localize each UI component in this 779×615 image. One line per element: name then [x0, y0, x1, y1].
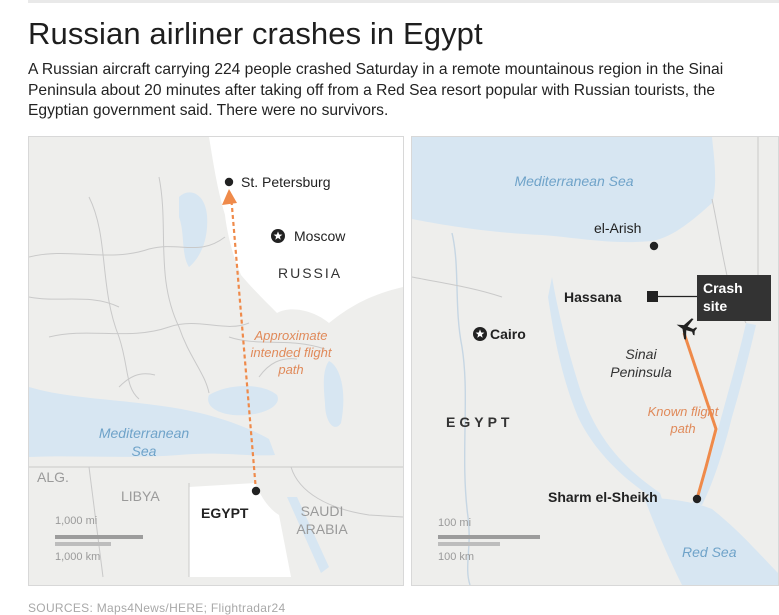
- mediterranean-sea-label: Mediterranean Sea: [98, 425, 190, 459]
- st-petersburg-label: St. Petersburg: [241, 174, 331, 190]
- page-title: Russian airliner crashes in Egypt: [28, 16, 483, 51]
- mediterranean-water: [29, 387, 275, 457]
- scale-mi-label-detail: 100 mi: [438, 517, 472, 529]
- top-rule: [28, 0, 779, 3]
- el-arish-dot-icon: [649, 241, 659, 251]
- russia-land: [209, 137, 403, 323]
- egypt-origin-dot-icon: [251, 486, 261, 496]
- red-sea-label: Red Sea: [682, 544, 737, 560]
- gulf-of-suez-water: [548, 277, 664, 505]
- sinai-map-graphic: [412, 137, 778, 585]
- black-sea-water: [208, 386, 278, 416]
- scale-bar-km: [55, 542, 111, 546]
- crash-site-callout: Crash site: [697, 275, 771, 321]
- mediterranean-sea-label-detail: Mediterranean Sea: [514, 173, 634, 189]
- russia-label: RUSSIA: [278, 265, 343, 281]
- red-sea-water: [287, 497, 329, 573]
- egypt-label-detail: EGYPT: [446, 414, 514, 430]
- moscow-label: Moscow: [294, 228, 346, 244]
- st-petersburg-dot-icon: [224, 177, 234, 187]
- scale-bar-km-detail: [438, 542, 500, 546]
- scale-km-label: 1,000 km: [55, 551, 101, 563]
- sinai-detail-map: Mediterranean Sea el-Arish Hassana Crash…: [411, 136, 779, 586]
- scale-bar-mi: [55, 535, 143, 539]
- red-sea-water-detail: [644, 497, 778, 585]
- cairo-label: Cairo: [490, 326, 526, 342]
- sinai-peninsula-label: Sinai Peninsula: [610, 346, 672, 380]
- hassana-label: Hassana: [564, 289, 622, 305]
- mediterranean-water-detail: [412, 137, 716, 243]
- el-arish-label: el-Arish: [594, 220, 642, 236]
- europe-map-graphic: [29, 137, 403, 578]
- sources-credit: SOURCES: Maps4News/HERE; Flightradar24: [28, 601, 286, 615]
- libya-label: LIBYA: [121, 488, 160, 504]
- intended-flight-path-label: Approximate intended flight path: [250, 328, 332, 377]
- saudi-arabia-label: SAUDI ARABIA: [296, 503, 348, 537]
- baltic-water: [179, 192, 208, 267]
- scale-mi-label: 1,000 mi: [55, 515, 98, 527]
- scale-km-label-detail: 100 km: [438, 551, 475, 563]
- sharm-el-sheikh-dot-icon: [692, 494, 702, 504]
- scale-bar-mi-detail: [438, 535, 540, 539]
- known-flight-path-label: Known flight path: [647, 404, 719, 436]
- known-flight-path: [682, 332, 718, 500]
- moscow-capital-star-icon: [271, 229, 285, 243]
- flight-path-arrowhead: [222, 189, 237, 205]
- europe-overview-map: St. Petersburg Moscow RUSSIA Approximate…: [28, 136, 404, 586]
- summary-text: A Russian aircraft carrying 224 people c…: [28, 61, 724, 119]
- egypt-land: [189, 483, 291, 577]
- nile-river: [451, 232, 471, 585]
- egypt-label: EGYPT: [201, 505, 249, 521]
- caspian-water: [323, 361, 344, 427]
- sharm-el-sheikh-label: Sharm el-Sheikh: [548, 489, 658, 505]
- cairo-capital-star-icon: [473, 327, 487, 341]
- algeria-label: ALG.: [37, 469, 69, 485]
- gulf-of-aqaba-water: [692, 323, 756, 505]
- crash-site-square-icon: [647, 291, 658, 302]
- intended-flight-path: [229, 194, 258, 492]
- airplane-icon: [676, 318, 698, 340]
